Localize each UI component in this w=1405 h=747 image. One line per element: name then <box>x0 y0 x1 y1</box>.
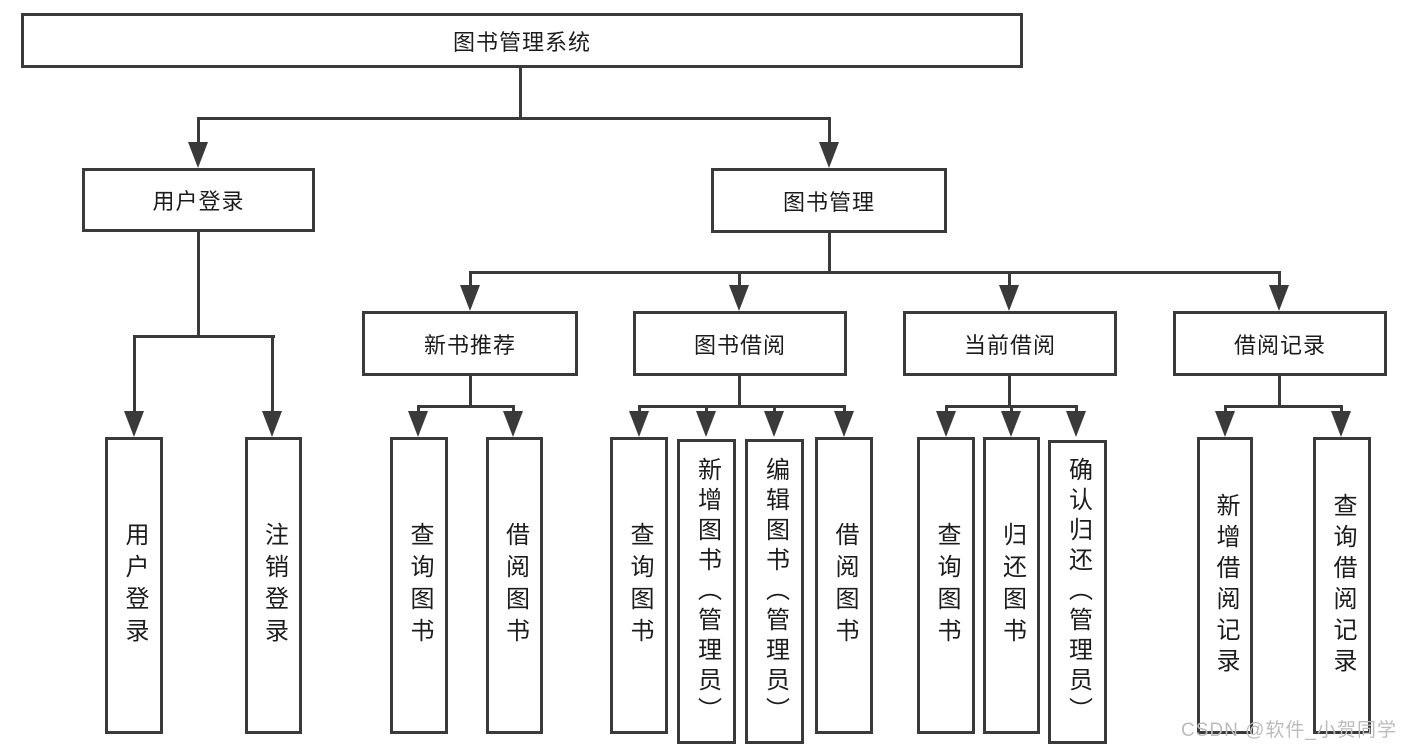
node-borrow-record: 借阅记录 <box>1173 311 1387 376</box>
arrowhead <box>1066 411 1086 437</box>
connector-line <box>843 405 846 415</box>
arrowhead <box>1269 285 1289 311</box>
arrowhead <box>764 411 784 437</box>
leaf-borrow-query-book: 查询图书 <box>610 437 668 734</box>
leaf-borrow-borrow-book: 借阅图书 <box>815 437 873 734</box>
connector-line <box>519 68 522 117</box>
connector-line <box>773 405 776 415</box>
node-book-management: 图书管理 <box>711 168 947 233</box>
connector-line <box>417 405 515 408</box>
arrowhead <box>834 411 854 437</box>
arrowhead <box>936 411 956 437</box>
leaf-borrow-edit-book-admin: 编辑图书（管理员） <box>745 439 804 744</box>
leaf-record-add-record: 新增借阅记录 <box>1197 437 1253 734</box>
arrowhead <box>1331 411 1351 437</box>
arrowhead <box>460 285 480 311</box>
connector-line <box>1224 405 1343 408</box>
connector-line <box>197 117 200 146</box>
arrowhead <box>262 411 282 437</box>
connector-line <box>1008 376 1011 405</box>
csdn-watermark: CSDN @软件_小贺同学 <box>1181 720 1397 741</box>
connector-line <box>738 271 741 287</box>
connector-line <box>1278 376 1281 405</box>
connector-line <box>828 233 831 271</box>
connector-line <box>1278 271 1281 287</box>
leaf-logout: 注销登录 <box>245 437 302 734</box>
connector-line <box>1075 405 1078 415</box>
node-book-borrow: 图书借阅 <box>633 311 847 376</box>
arrowhead <box>729 285 749 311</box>
connector-line <box>705 405 708 415</box>
leaf-current-return-book: 归还图书 <box>983 437 1040 734</box>
leaf-user-login: 用户登录 <box>105 437 163 734</box>
connector-line <box>1008 271 1011 287</box>
arrowhead <box>408 411 428 437</box>
connector-line <box>417 405 420 415</box>
node-new-book-recommend: 新书推荐 <box>362 311 578 376</box>
connector-line <box>197 117 831 120</box>
connector-line <box>1224 405 1227 415</box>
arrowhead <box>503 411 523 437</box>
connector-line <box>469 271 472 287</box>
connector-line <box>271 335 274 413</box>
connector-line <box>197 232 200 335</box>
arrowhead <box>696 411 716 437</box>
leaf-borrow-add-book-admin: 新增图书（管理员） <box>677 439 736 744</box>
arrowhead <box>999 285 1019 311</box>
node-current-borrow: 当前借阅 <box>903 311 1117 376</box>
connector-line <box>512 405 515 415</box>
leaf-record-query-record: 查询借阅记录 <box>1313 437 1371 734</box>
arrowhead <box>819 142 839 168</box>
connector-line <box>1340 405 1343 415</box>
leaf-current-confirm-return-admin: 确认归还（管理员） <box>1048 440 1107 744</box>
connector-line <box>1010 405 1013 415</box>
connector-line <box>133 335 275 338</box>
connector-line <box>945 405 948 415</box>
leaf-recommend-borrow-book: 借阅图书 <box>486 437 543 734</box>
arrowhead <box>1001 411 1021 437</box>
node-user-login: 用户登录 <box>82 168 315 232</box>
node-root: 图书管理系统 <box>21 13 1023 68</box>
connector-line <box>638 405 641 415</box>
leaf-current-query-book: 查询图书 <box>917 437 975 734</box>
connector-line <box>133 335 136 413</box>
connector-line <box>469 271 1281 274</box>
leaf-recommend-query-book: 查询图书 <box>390 437 448 734</box>
arrowhead <box>1215 411 1235 437</box>
connector-line <box>738 376 741 405</box>
connector-line <box>828 117 831 146</box>
arrowhead <box>124 411 144 437</box>
arrowhead <box>629 411 649 437</box>
connector-line <box>638 405 845 408</box>
connector-line <box>469 376 472 405</box>
arrowhead <box>188 142 208 168</box>
